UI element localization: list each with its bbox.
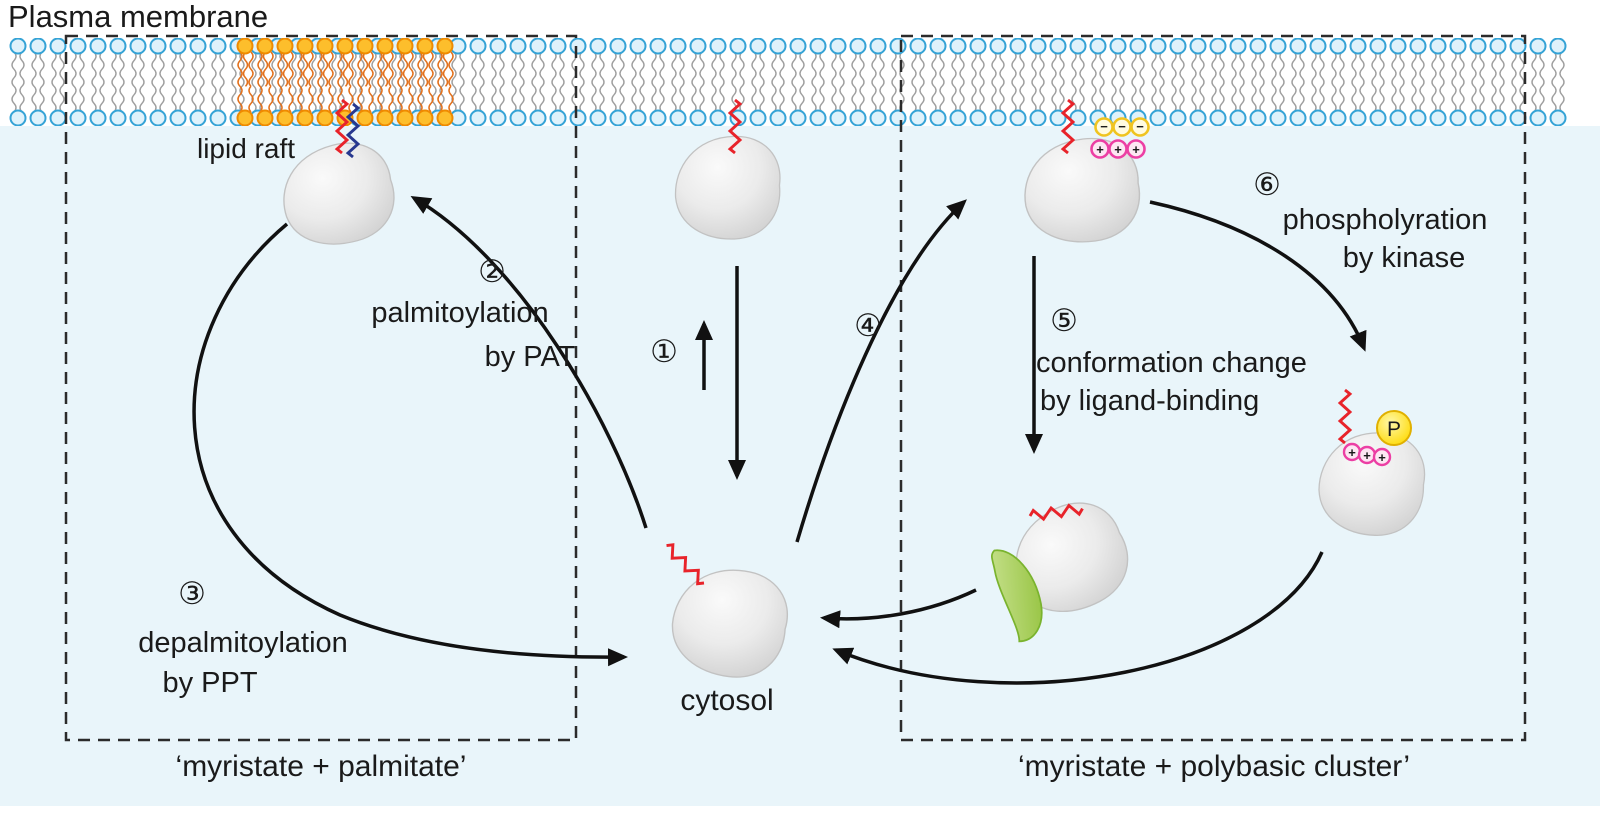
step2-number: ② xyxy=(478,254,506,289)
lipid-raft xyxy=(235,38,455,126)
step6-label-line1: phospholyration xyxy=(1283,204,1488,236)
plus-label: + xyxy=(1096,142,1104,157)
step2-label-line1: palmitoylation xyxy=(371,297,548,329)
arrow-depalmitoylation xyxy=(192,222,628,667)
step4-number: ④ xyxy=(854,308,882,343)
left-box-label: ‘myristate + palmitate’ xyxy=(176,750,467,783)
plasma-membrane-title: Plasma membrane xyxy=(8,0,268,34)
myristate-polybasic-box xyxy=(899,34,1527,742)
plus-label: + xyxy=(1348,445,1356,460)
arrow-ligand-to-cytosol xyxy=(820,588,977,629)
step5-label-line1: conformation change xyxy=(1036,347,1307,379)
arrow-palmitoylation xyxy=(410,195,648,529)
cytosol-label: cytosol xyxy=(680,684,773,717)
proteins: − − − + + + xyxy=(276,98,1434,690)
right-box-label: ‘myristate + polybasic cluster’ xyxy=(1018,750,1410,783)
positive-charge-icon xyxy=(1126,139,1146,159)
step5-label-line2: by ligand-binding xyxy=(1040,385,1259,417)
step6-label-line2: by kinase xyxy=(1343,242,1466,274)
plus-label: + xyxy=(1132,142,1140,157)
arrow-step4 xyxy=(795,199,967,543)
polybasic-cluster: + + + xyxy=(1342,442,1392,467)
arrow-phospho-to-cytosol xyxy=(832,551,1324,685)
polybasic-cluster: + + + xyxy=(1090,139,1146,159)
plus-label: + xyxy=(1378,450,1386,465)
step2-label-line2: by PAT xyxy=(485,341,576,373)
step3-label-line1: depalmitoylation xyxy=(138,627,348,659)
minus-label: − xyxy=(1118,119,1126,134)
arrows xyxy=(192,195,1367,685)
plus-label: + xyxy=(1363,448,1371,463)
arrow-phosphorylation xyxy=(1149,200,1367,352)
myristate-palmitate-box xyxy=(64,34,578,742)
step1-number: ① xyxy=(650,334,678,369)
negative-charge-icon xyxy=(1130,117,1150,137)
lipid-raft-label: lipid raft xyxy=(197,133,295,164)
ligand xyxy=(990,549,1043,643)
phosphate-label: P xyxy=(1387,418,1401,441)
minus-label: − xyxy=(1100,119,1108,134)
positive-charge-icon xyxy=(1372,447,1392,467)
plasma-membrane xyxy=(8,38,1568,126)
minus-label: − xyxy=(1136,119,1144,134)
membrane-negative-charges: − − − xyxy=(1094,117,1150,137)
plus-label: + xyxy=(1114,142,1122,157)
phosphate-icon xyxy=(1376,410,1412,446)
protein-phosphorylated: + + + P xyxy=(1311,388,1434,544)
step3-label-line2: by PPT xyxy=(162,667,257,699)
protein-membrane-polybasic: − − − + + + xyxy=(1024,98,1150,243)
step3-number: ③ xyxy=(178,576,206,611)
step5-number: ⑤ xyxy=(1050,303,1078,338)
protein-ligand-bound xyxy=(990,489,1142,643)
step6-number: ⑥ xyxy=(1253,167,1281,202)
phosphate-group: P xyxy=(1376,410,1412,446)
